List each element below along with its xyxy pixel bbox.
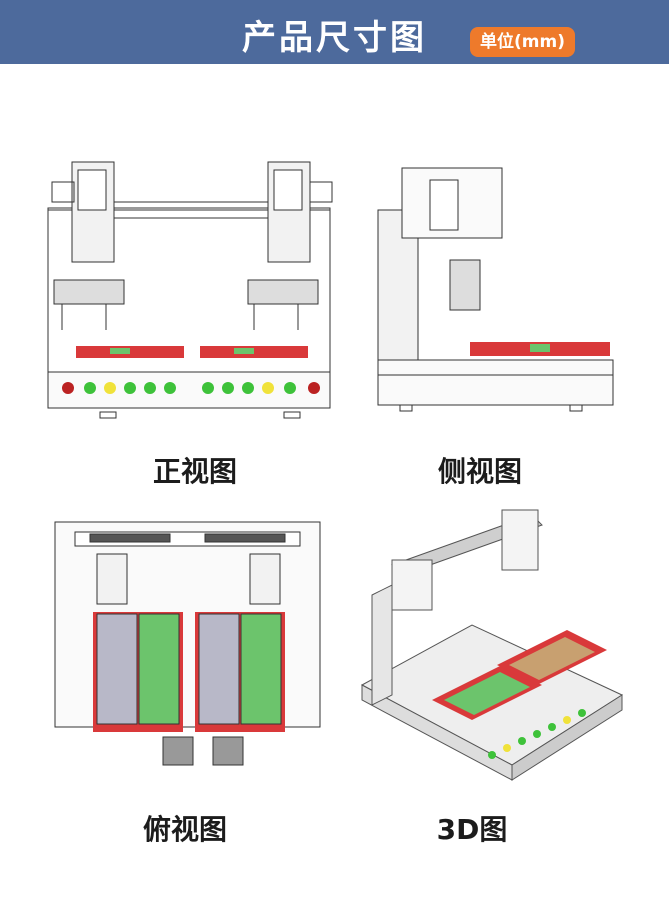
iso-view-caption: 3D图 xyxy=(436,813,508,846)
top-view-drawing xyxy=(54,521,321,766)
front-view-drawing xyxy=(47,161,333,419)
header-bar: 产品尺寸图 单位(mm) xyxy=(0,0,669,64)
top-view-caption: 俯视图 xyxy=(142,813,227,846)
side-view-caption: 侧视图 xyxy=(437,455,522,488)
iso-view-drawing xyxy=(360,509,624,781)
side-view-drawing xyxy=(377,167,614,412)
unit-badge: 单位(mm) xyxy=(470,27,575,57)
front-view-caption: 正视图 xyxy=(152,455,237,488)
page-title: 产品尺寸图 xyxy=(242,18,427,58)
